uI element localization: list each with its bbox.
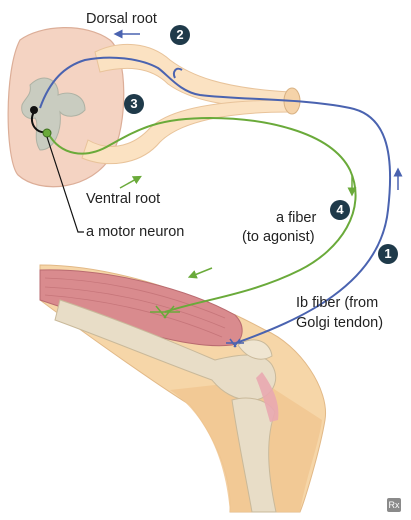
ib-fiber-path: [39, 56, 392, 344]
patellar-tendon: [256, 372, 279, 422]
step-badge-1: 1: [378, 244, 398, 264]
muscle-striations: [44, 277, 226, 338]
interneuron-cell: [30, 106, 38, 114]
patella-bone: [237, 339, 273, 360]
motor-neuron-leader: [46, 136, 84, 233]
step-badge-2: 2: [170, 25, 190, 45]
femur-bone: [54, 299, 277, 401]
gray-matter: [21, 77, 86, 151]
label-motor-neuron: a motor neuron: [86, 224, 185, 240]
publisher-logo: Rx: [387, 498, 401, 512]
arrow-ventral-root: [119, 175, 142, 189]
label-a-fiber-line1: a fiber: [276, 210, 317, 226]
ib-fiber-branch: [172, 67, 183, 79]
motor-neuron-cell: [42, 128, 52, 138]
label-a-fiber-line2: (to agonist): [242, 229, 315, 245]
alpha-fiber-path: [47, 116, 357, 313]
step-badge-3: 3: [124, 94, 144, 114]
label-ventral-root: Ventral root: [86, 191, 161, 207]
ib-fiber-ending: [226, 338, 244, 348]
leg: [39, 264, 327, 513]
alpha-fiber-ending: [150, 305, 180, 319]
arrow-alpha-fiber-muscle: [187, 267, 213, 279]
label-ib-fiber-line1: Ib fiber (from: [296, 295, 379, 311]
label-dorsal-root: Dorsal root: [86, 11, 157, 27]
label-ib-fiber-line2: Golgi tendon): [296, 315, 384, 331]
step-badge-4: 4: [330, 200, 350, 220]
tibia-bone: [231, 397, 277, 513]
